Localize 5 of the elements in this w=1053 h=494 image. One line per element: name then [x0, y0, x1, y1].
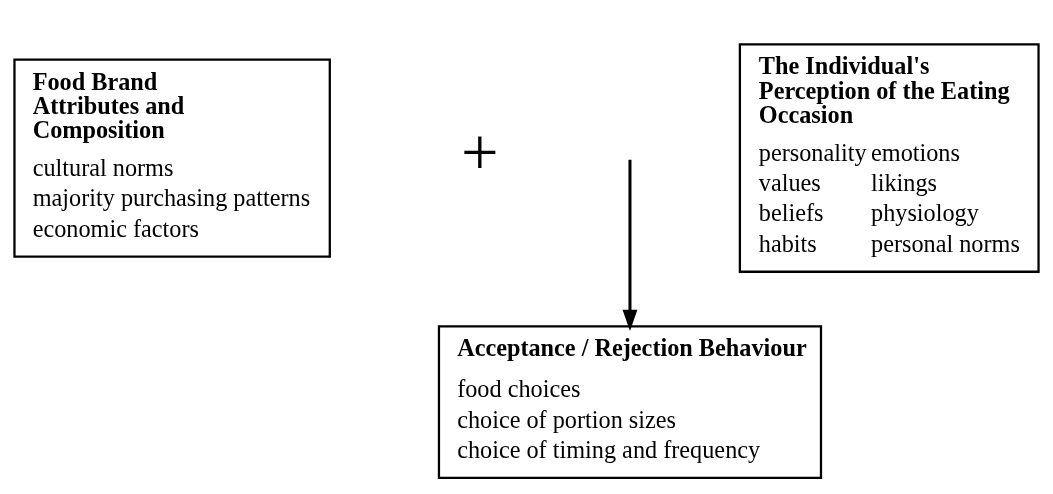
node-box: Acceptance / Rejection Behaviour food choices choice of portion sizes choice of timing and frequency — [437, 324, 823, 479]
node-box: Food Brand Attributes and Composition cultural norms majority purchasing patterns economic factors — [13, 57, 331, 258]
node-box: The Individual's Perception of the Eating Occasion personality emotions values likings beliefs physiology habits personal norms — [738, 42, 1040, 273]
label: + — [461, 115, 499, 189]
arrow — [622, 159, 638, 331]
